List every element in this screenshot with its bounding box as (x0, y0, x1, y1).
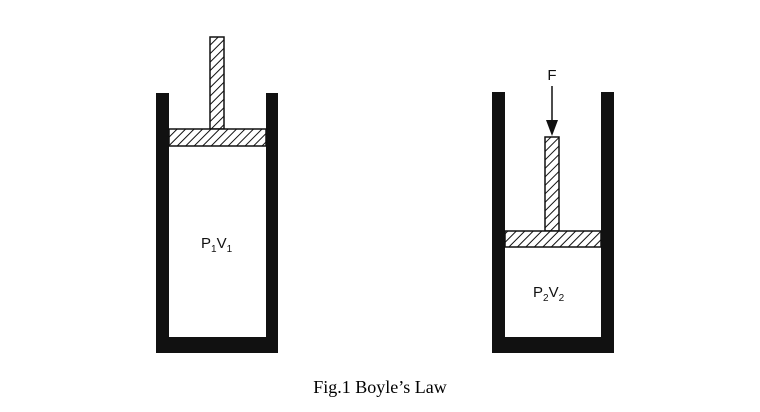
right-cylinder: F P2V2 (492, 67, 614, 353)
left-state-label: P1V1 (201, 235, 233, 255)
left-cylinder: P1V1 (156, 36, 278, 353)
left-piston (168, 128, 267, 147)
left-cylinder-wall (156, 93, 278, 353)
force-label: F (547, 67, 556, 84)
force-arrow-head-icon (546, 120, 558, 136)
right-piston-rod (544, 136, 560, 232)
left-piston-rod (209, 36, 225, 130)
right-piston (504, 230, 602, 248)
figure-caption: Fig.1 Boyle’s Law (313, 377, 447, 397)
right-cylinder-wall (492, 92, 614, 353)
right-state-label: P2V2 (533, 284, 565, 304)
